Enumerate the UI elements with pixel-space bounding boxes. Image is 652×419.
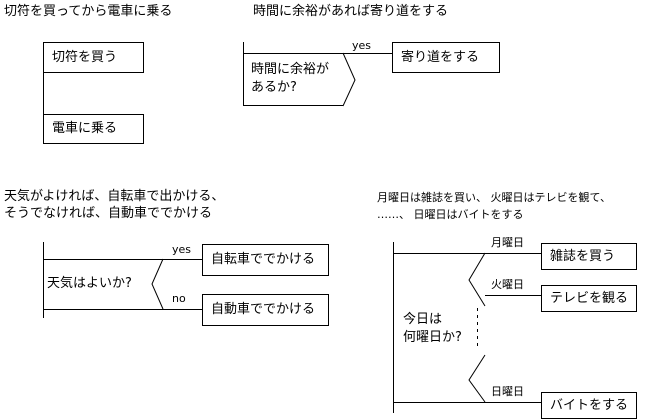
switch-case-box-1: 雑誌を買う — [541, 243, 637, 270]
if-action-box: 寄り道をする — [392, 42, 500, 73]
switch-case-box-2: テレビを観る — [541, 285, 637, 312]
switch-title-line-1: 月曜日は雑誌を買い、 火曜日はテレビを観て、 — [377, 191, 611, 204]
ifelse-title-line-1: 天気がよければ、自転車で出かける、 — [4, 189, 225, 204]
ifelse-no-label: no — [172, 292, 186, 305]
ifelse-no-box: 自動車ででかける — [202, 294, 329, 326]
switch-title-line-2: ……、 日曜日はバイトをする — [377, 208, 524, 221]
sequence-title: 切符を買ってから電車に乗る — [4, 4, 173, 19]
if-action-label: 寄り道をする — [401, 49, 480, 65]
switch-condition-line-1: 今日は — [403, 312, 443, 327]
switch-chevron-1 — [468, 252, 486, 307]
sequence-step-label-1: 切符を買う — [52, 49, 118, 65]
switch-case-label-1: 月曜日 — [491, 236, 524, 249]
ifelse-no-action: 自動車ででかける — [211, 302, 316, 317]
if-condition-chevron — [342, 52, 356, 107]
switch-case-box-3: バイトをする — [541, 392, 637, 419]
if-condition-line-1: 時間に余裕が — [251, 62, 330, 77]
switch-case-label-3: 日曜日 — [491, 385, 524, 398]
sequence-step-box-1: 切符を買う — [43, 42, 144, 73]
ifelse-condition-chevron — [151, 258, 164, 310]
switch-case-label-2: 火曜日 — [491, 278, 524, 291]
switch-chevron-2 — [468, 354, 486, 403]
if-condition-line-2: あるか? — [251, 80, 297, 95]
sequence-step-label-2: 電車に乗る — [52, 121, 118, 136]
ifelse-yes-action: 自転車ででかける — [211, 252, 316, 267]
switch-condition-line-2: 何曜日か? — [403, 330, 462, 345]
ifelse-title-line-2: そうでなければ、自動車ででかける — [4, 206, 213, 221]
switch-case-action-1: 雑誌を買う — [550, 248, 616, 264]
if-yes-label: yes — [352, 39, 372, 52]
switch-case-action-3: バイトをする — [550, 397, 629, 413]
if-title: 時間に余裕があれば寄り道をする — [253, 4, 449, 19]
ifelse-yes-box: 自転車ででかける — [202, 244, 329, 276]
switch-case-action-2: テレビを観る — [550, 290, 629, 306]
ifelse-yes-label: yes — [172, 243, 192, 256]
sequence-step-box-2: 電車に乗る — [43, 114, 144, 144]
ifelse-condition: 天気はよいか? — [47, 276, 132, 291]
